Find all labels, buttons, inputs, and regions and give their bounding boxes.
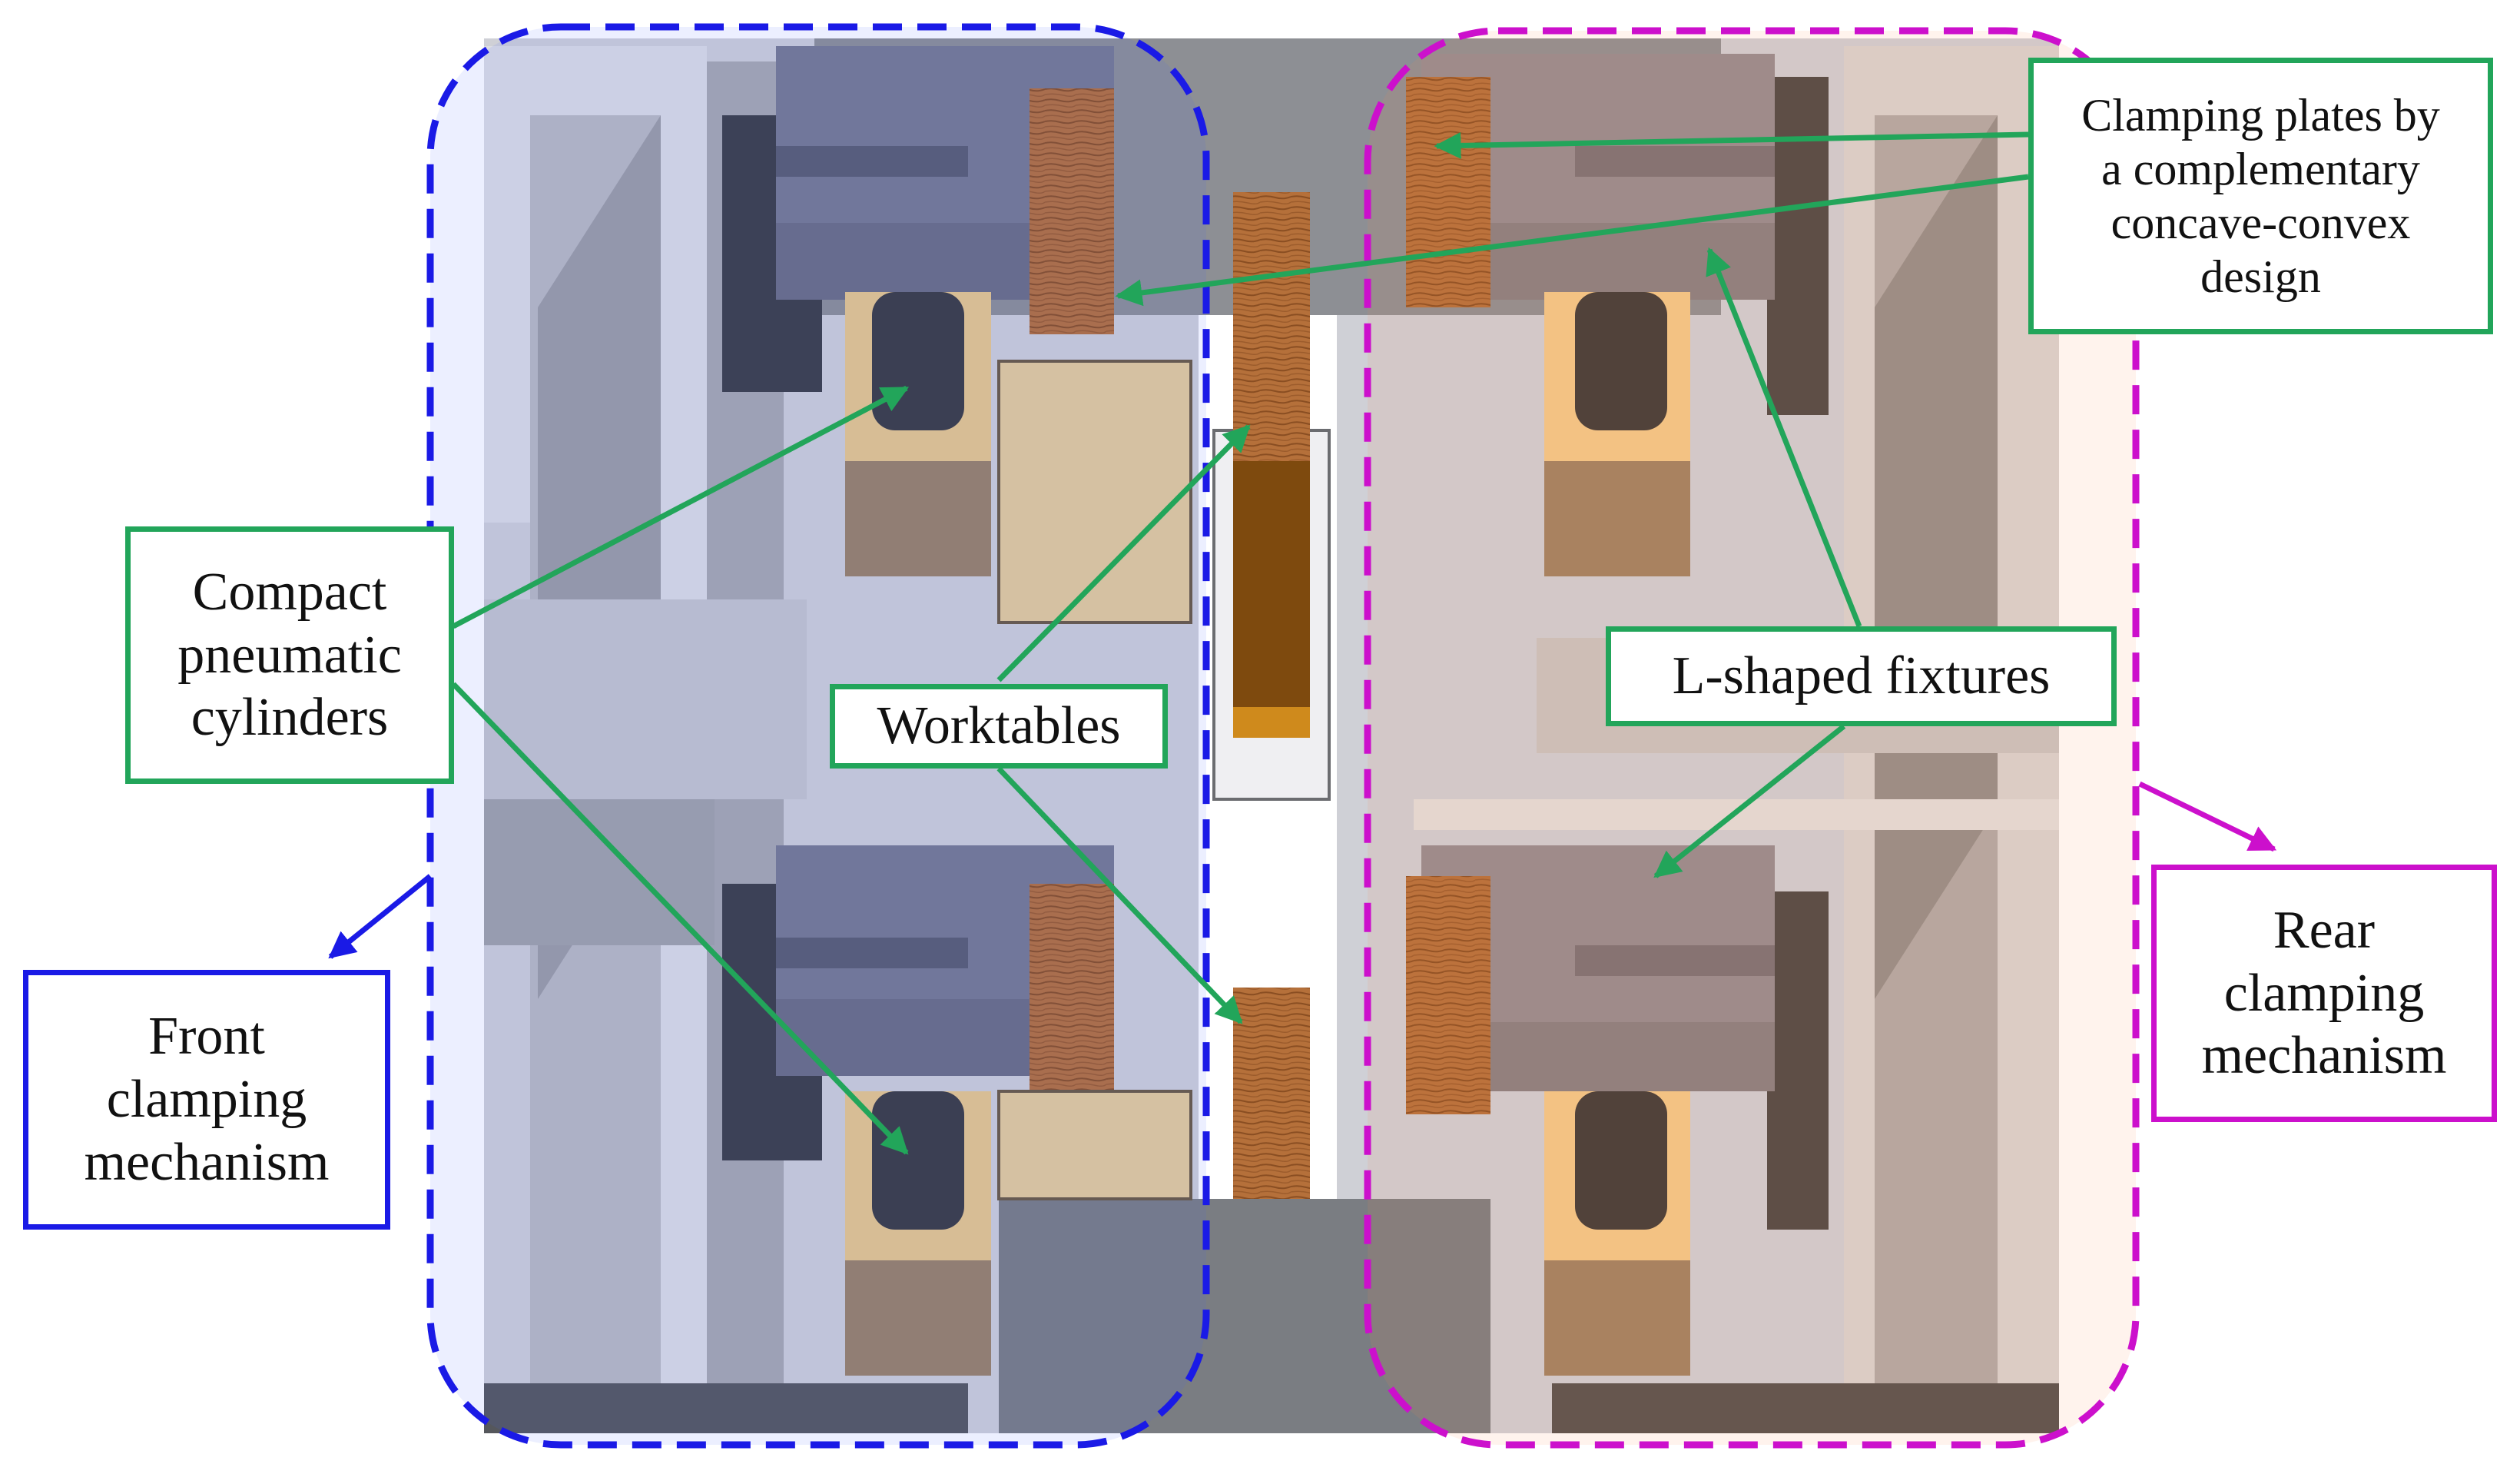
arrow-cylinder-top [452, 385, 910, 629]
front-clamp-top [722, 46, 1114, 576]
front-clamp-bottom [722, 845, 1114, 1376]
front-region-boundary [426, 23, 1210, 1449]
clamping-plates-line-1: Clamping plates by [2081, 89, 2440, 141]
worktables-label: Worktables [830, 684, 1168, 769]
arrow-worktable-top [996, 424, 1251, 682]
arrow-clamping-plate-front [1115, 174, 2029, 307]
arrow-front-mechanism [328, 874, 433, 959]
compact-cylinders-line-1: Compact [192, 562, 387, 622]
rear-region-tint [1368, 31, 2136, 1445]
arrow-worktable-bottom [996, 766, 1243, 1024]
arrow-clamping-plate-rear [1434, 131, 2029, 159]
arrow-fixture-bottom [1653, 724, 1846, 878]
front-region-tint [430, 27, 1206, 1445]
rear-mechanism-label: Rear clamping mechanism [2151, 865, 2497, 1122]
clamping-plates-line-4: design [2200, 251, 2321, 303]
compact-cylinders-label: Compact pneumatic cylinders [125, 526, 454, 784]
worktables-text: Worktables [877, 696, 1121, 756]
rear-mechanism-line-1: Rear [2273, 900, 2376, 960]
rear-mechanism-line-2: clamping [2223, 963, 2425, 1023]
l-shaped-fixtures-text: L-shaped fixtures [1672, 646, 2051, 706]
front-mechanism-line-1: Front [148, 1007, 265, 1067]
arrow-rear-mechanism [2138, 781, 2277, 852]
compact-cylinders-line-2: pneumatic [177, 625, 402, 685]
arrow-fixture-top [1706, 247, 1862, 628]
front-mechanism-label: Front clamping mechanism [23, 970, 390, 1230]
l-shaped-fixtures-label: L-shaped fixtures [1606, 626, 2117, 726]
callout-arrows [328, 131, 2277, 1155]
front-mechanism-line-3: mechanism [84, 1132, 330, 1192]
rear-region-boundary [1364, 27, 2140, 1449]
clamping-plates-line-2: a complementary [2101, 143, 2420, 194]
clamping-plates-line-3: concave-convex [2110, 198, 2411, 248]
workpieces [1233, 192, 1310, 1199]
arrow-cylinder-bottom [451, 682, 909, 1155]
rear-mechanism-line-3: mechanism [2201, 1026, 2447, 1086]
front-mechanism-line-2: clamping [106, 1070, 307, 1130]
compact-cylinders-line-3: cylinders [191, 688, 389, 748]
rear-clamp-bottom [1406, 845, 1829, 1376]
clamping-plates-label: Clamping plates by a complementary conca… [2028, 58, 2493, 334]
